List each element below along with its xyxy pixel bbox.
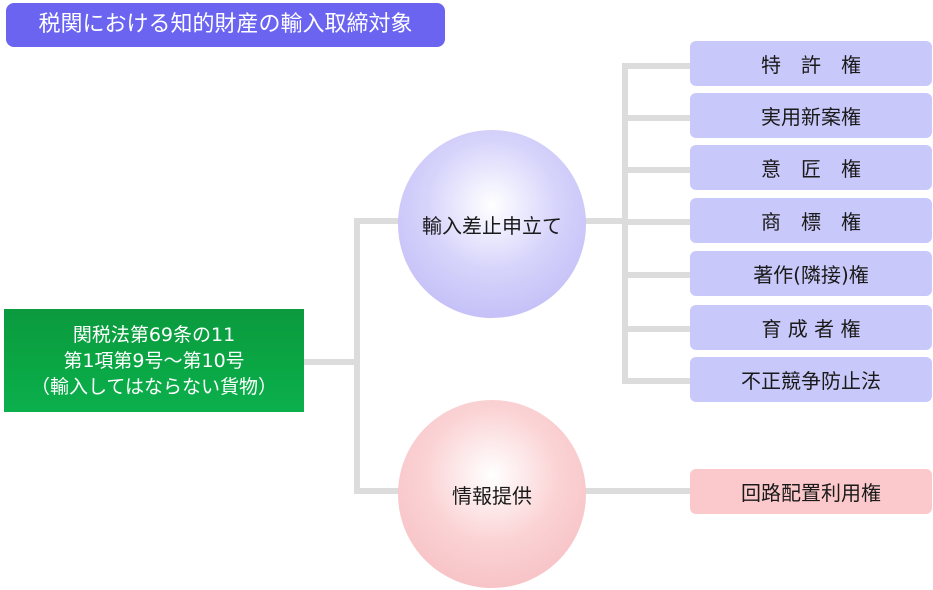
connector-right-2	[622, 115, 692, 121]
connector-right-4	[622, 219, 692, 225]
source-line-2: 第1項第9号～第10号	[63, 349, 245, 372]
right-trademark: 商 標 権	[690, 198, 932, 243]
right-label: 著作(隣接)権	[753, 263, 869, 287]
connector-application-out	[584, 218, 628, 224]
right-label: 回路配置利用権	[741, 481, 881, 505]
connector-right-7	[622, 378, 692, 384]
right-circuit-layout: 回路配置利用権	[690, 469, 932, 514]
right-label: 商 標 権	[761, 210, 861, 234]
right-label: 不正競争防止法	[741, 369, 881, 393]
right-label: 育 成 者 権	[761, 317, 861, 341]
information-node: 情報提供	[398, 400, 586, 588]
right-unfair-competition: 不正競争防止法	[690, 357, 932, 402]
source-line-1: 関税法第69条の11	[72, 323, 236, 346]
connector-information-out	[584, 488, 692, 494]
application-node: 輸入差止申立て	[398, 130, 586, 318]
right-design: 意 匠 権	[690, 145, 932, 190]
connector-right-3	[622, 167, 692, 173]
right-label: 意 匠 権	[761, 157, 861, 181]
connector-trunk-vertical	[354, 218, 360, 494]
application-label: 輸入差止申立て	[422, 213, 562, 238]
source-line-3: （輸入してはならない貨物）	[30, 375, 278, 398]
right-copyright: 著作(隣接)権	[690, 251, 932, 296]
connector-right-5	[622, 272, 692, 278]
page-title: 税関における知的財産の輸入取締対象	[6, 3, 445, 47]
connector-to-information	[354, 488, 404, 494]
connector-source-out	[304, 359, 360, 365]
right-plant-breeder: 育 成 者 権	[690, 305, 932, 350]
right-utility-model: 実用新案権	[690, 93, 932, 138]
connector-right-1	[622, 63, 692, 69]
right-patent: 特 許 権	[690, 41, 932, 86]
source-law-box: 関税法第69条の11 第1項第9号～第10号 （輸入してはならない貨物）	[4, 309, 304, 412]
right-label: 実用新案権	[761, 105, 861, 129]
connector-right-6	[622, 326, 692, 332]
information-label: 情報提供	[452, 483, 532, 508]
right-label: 特 許 権	[761, 53, 861, 77]
connector-to-application	[354, 218, 404, 224]
